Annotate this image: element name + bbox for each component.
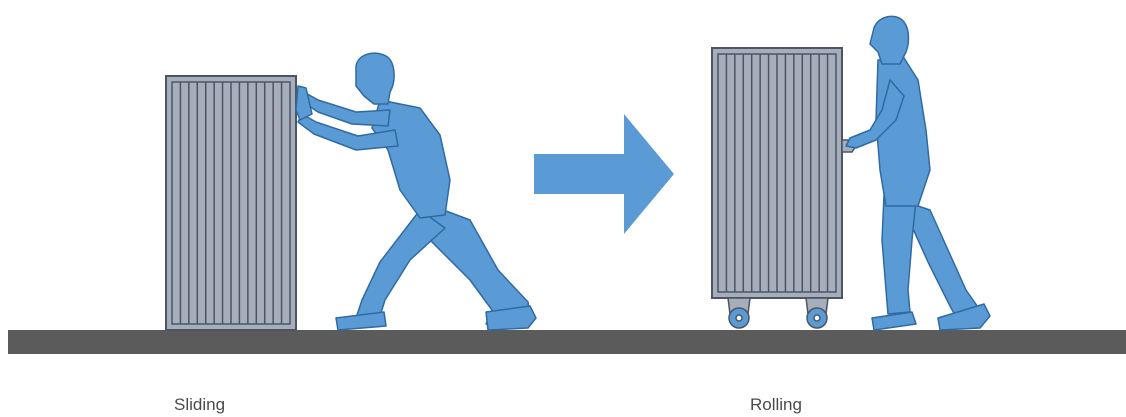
arrow-right-icon [534,114,674,234]
walking-person-icon [846,16,990,330]
caster-wheel-icon [728,298,750,328]
crate-icon [166,76,296,330]
caption-rolling: Rolling [750,395,802,414]
wheeled-crate-icon [712,48,842,298]
caster-wheel-icon [806,298,828,328]
caption-sliding: Sliding [174,395,225,414]
pushing-person-icon [296,53,536,330]
ground-floor [8,330,1126,354]
